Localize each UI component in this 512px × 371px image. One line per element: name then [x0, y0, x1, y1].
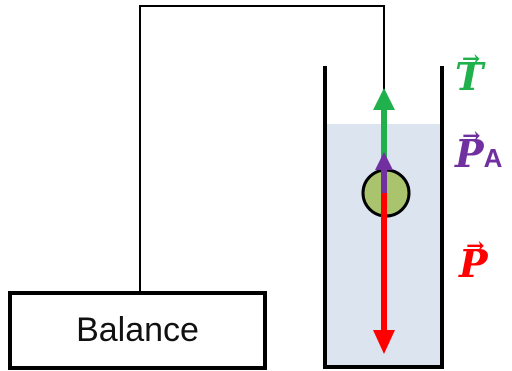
tension-symbol: T	[455, 54, 484, 99]
tension-label: →T	[455, 48, 483, 96]
weight-arrowhead	[373, 330, 395, 354]
buoyancy-symbol: P	[455, 131, 484, 176]
vector-arrow-icon: →	[466, 233, 485, 259]
buoyancy-arrowhead	[375, 152, 393, 170]
weight-label: →P	[459, 235, 488, 283]
weight-symbol: P	[459, 241, 488, 286]
balance-label: Balance	[76, 311, 199, 349]
balance-box	[8, 291, 267, 370]
vector-arrow-icon: →	[462, 123, 481, 149]
vector-arrow-icon: →	[461, 46, 481, 72]
tension-arrowhead	[373, 88, 395, 110]
buoyancy-subscript: A	[483, 143, 503, 173]
suspension-string	[139, 5, 385, 292]
buoyancy-label: →PA	[455, 125, 503, 173]
beaker	[323, 66, 444, 369]
